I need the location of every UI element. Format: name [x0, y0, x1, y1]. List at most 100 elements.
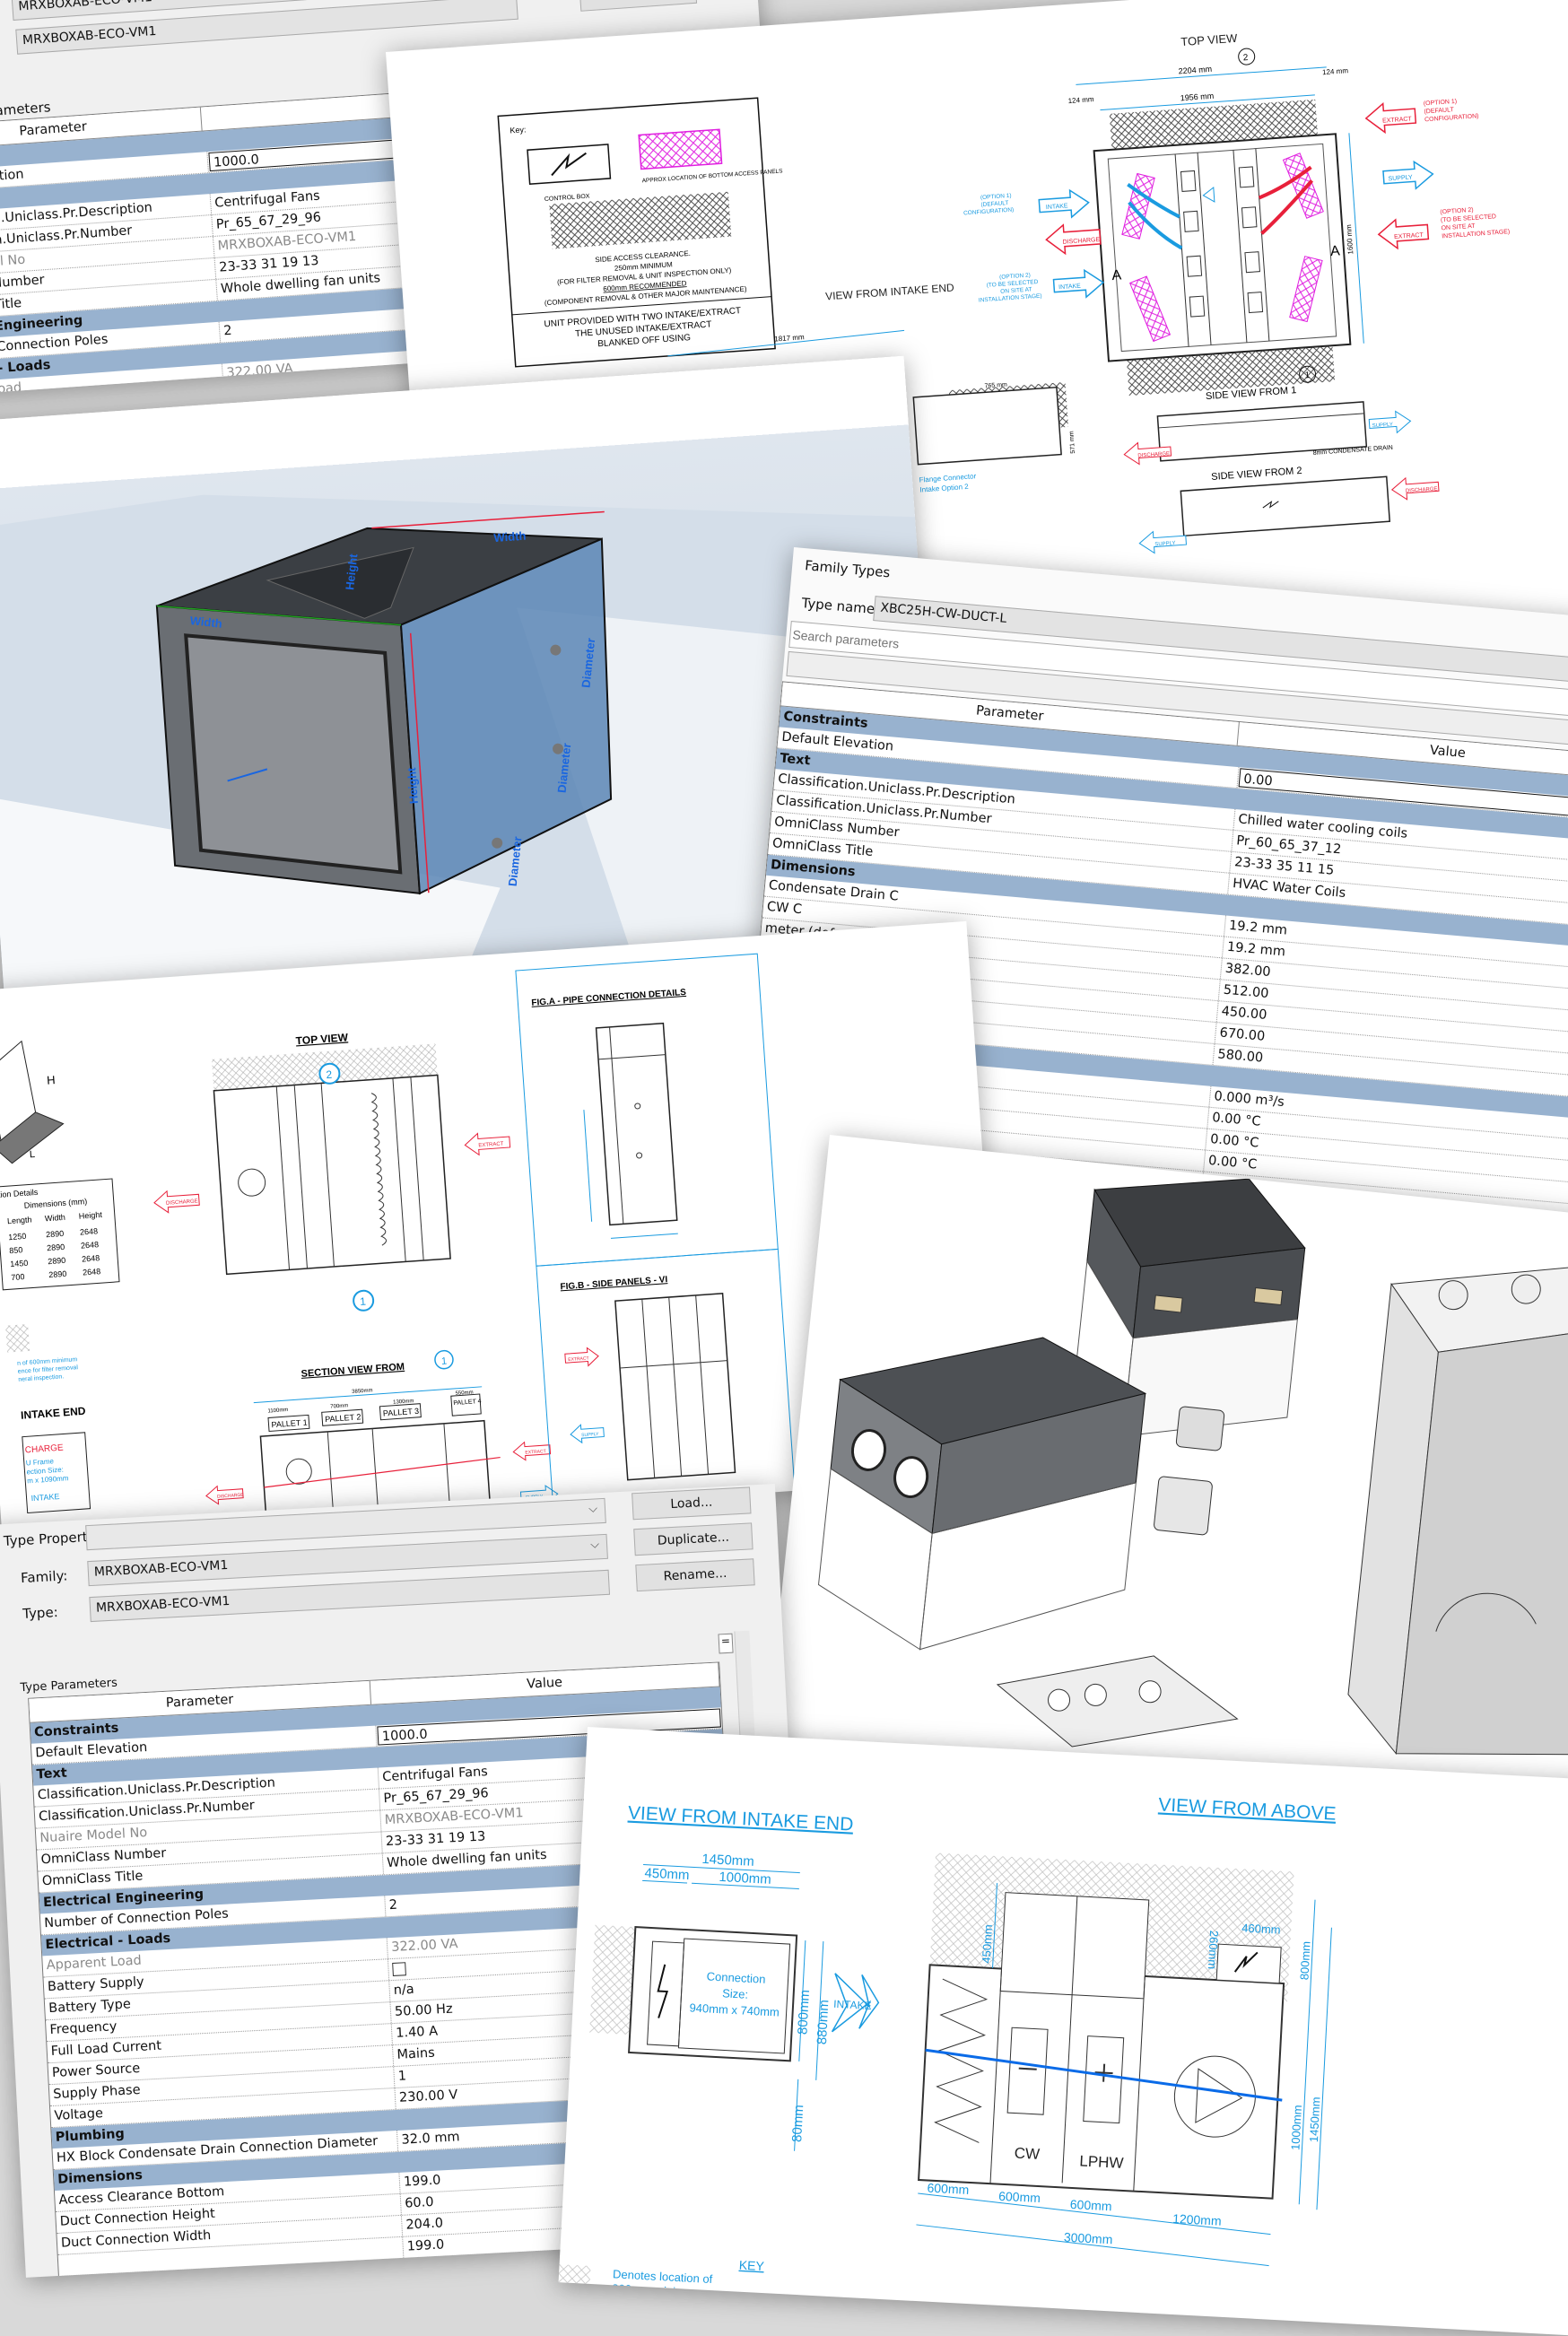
svg-text:Key:: Key:: [510, 125, 527, 135]
svg-text:TOP VIEW: TOP VIEW: [1180, 31, 1239, 48]
svg-text:(OPTION 1): (OPTION 1): [1424, 99, 1458, 108]
type-label: Type:: [22, 1603, 59, 1623]
svg-text:SUPPLY: SUPPLY: [1154, 541, 1176, 548]
svg-text:SUPPLY: SUPPLY: [1372, 423, 1394, 430]
drawing-sheet-intake-above: VIEW FROM INTAKE END VIEW FROM ABOVE 145…: [558, 1727, 1568, 2336]
svg-text:VIEW FROM ABOVE: VIEW FROM ABOVE: [1158, 1794, 1337, 1824]
chevron-down-icon[interactable]: ⌵: [589, 1538, 600, 1552]
rename-button[interactable]: Rename...: [579, 0, 698, 12]
svg-text:Height: Height: [78, 1210, 102, 1221]
svg-text:1200mm: 1200mm: [1172, 2211, 1222, 2228]
svg-text:ON SITE AT: ON SITE AT: [1000, 286, 1032, 294]
svg-text:INTAKE: INTAKE: [1046, 203, 1069, 211]
svg-text:DISCHARGE: DISCHARGE: [166, 1199, 198, 1206]
svg-text:(TO BE SELECTED: (TO BE SELECTED: [1441, 214, 1496, 223]
svg-text:3000mm: 3000mm: [1064, 2230, 1113, 2247]
intake-arrow: INTAKE: [831, 1973, 880, 2033]
svg-text:CHARGE: CHARGE: [24, 1443, 64, 1456]
chevron-down-icon[interactable]: ⌵: [588, 1502, 598, 1516]
checkbox[interactable]: [227, 387, 242, 394]
width-dimension-label: Width: [189, 614, 222, 631]
svg-text:EXTRACT: EXTRACT: [1394, 232, 1424, 240]
svg-text:EXTRACT: EXTRACT: [478, 1141, 504, 1148]
svg-text:PALLET 2: PALLET 2: [325, 1412, 362, 1424]
extract-arrow-figb: EXTRACT: [564, 1347, 599, 1367]
drawing-key: Key: CONTROL BOX APPROX LOCATION OF BOTT…: [497, 97, 783, 368]
dialog-title: Family Types: [804, 557, 892, 581]
svg-text:2890: 2890: [47, 1242, 65, 1252]
svg-text:EXTRACT: EXTRACT: [525, 1449, 546, 1456]
svg-text:TOP VIEW: TOP VIEW: [295, 1031, 349, 1047]
svg-text:Width: Width: [45, 1213, 66, 1224]
extract-arrow-option2: EXTRACT: [1377, 218, 1430, 250]
svg-text:600mm: 600mm: [998, 2189, 1041, 2205]
svg-text:PALLET 3: PALLET 3: [383, 1407, 420, 1418]
height-dimension-label: Height: [343, 553, 360, 590]
svg-text:1250: 1250: [8, 1232, 27, 1242]
svg-text:Dimensions (mm): Dimensions (mm): [23, 1197, 87, 1210]
svg-text:2890: 2890: [46, 1229, 65, 1239]
svg-text:VIEW FROM INTAKE END: VIEW FROM INTAKE END: [627, 1803, 853, 1835]
load-button[interactable]: Load...: [632, 1486, 752, 1521]
svg-text:SUPPLY: SUPPLY: [1388, 174, 1413, 182]
diameter-dimension-label: Diameter: [555, 743, 574, 794]
svg-text:600mm: 600mm: [1069, 2197, 1111, 2213]
svg-text:1450mm: 1450mm: [701, 1852, 754, 1870]
type-value: MRXBOXAB-ECO-VM1: [22, 23, 157, 48]
svg-text:124 mm: 124 mm: [1322, 66, 1349, 76]
discharge-arrow: DISCHARGE: [153, 1190, 200, 1214]
svg-text:ence for filter removal: ence for filter removal: [18, 1364, 79, 1375]
family-value: MRXBOXAB-ECO-VM1: [93, 1557, 229, 1580]
svg-text:CONTROL BOX: CONTROL BOX: [544, 194, 590, 204]
svg-text:571 mm: 571 mm: [1068, 431, 1076, 454]
svg-text:550mm: 550mm: [455, 1390, 473, 1397]
svg-text:PALLET 4: PALLET 4: [453, 1399, 482, 1407]
drawing-sheet-top-view: Key: CONTROL BOX APPROX LOCATION OF BOTT…: [386, 0, 1568, 697]
svg-text:2: 2: [1242, 53, 1249, 63]
svg-text:2648: 2648: [82, 1253, 100, 1263]
column-toggle-button[interactable]: =: [718, 1633, 734, 1654]
svg-text:PALLET 1: PALLET 1: [271, 1417, 308, 1429]
svg-text:SIDE VIEW FROM 2: SIDE VIEW FROM 2: [1211, 466, 1302, 483]
type-value: MRXBOXAB-ECO-VM1: [95, 1593, 231, 1616]
discharge-arrow: DISCHARGE: [1045, 223, 1102, 256]
svg-text:INTAKE: INTAKE: [833, 1998, 872, 2012]
intake-arrow-option1: INTAKE: [1038, 188, 1090, 219]
pallet-labels: PALLET 1 PALLET 2 PALLET 3 PALLET 4: [267, 1393, 482, 1433]
type-name-value: XBC25H-CW-DUCT-L: [879, 600, 1007, 626]
supply-arrow-side: SUPPLY: [1368, 410, 1412, 434]
svg-text:(OPTION 1): (OPTION 1): [980, 193, 1012, 201]
svg-text:KEY: KEY: [738, 2258, 764, 2273]
type-name-label: Type name:: [800, 595, 880, 618]
diameter-dimension-label: Diameter: [506, 836, 525, 887]
svg-text:3850mm: 3850mm: [352, 1388, 373, 1395]
family-label: Family:: [20, 1567, 68, 1587]
svg-text:(OPTION 2): (OPTION 2): [1440, 207, 1474, 216]
svg-text:1300mm: 1300mm: [393, 1399, 414, 1406]
svg-text:SECTION VIEW FROM: SECTION VIEW FROM: [301, 1362, 405, 1380]
supply-arrow-side2: SUPPLY: [1138, 530, 1188, 554]
svg-text:VIEW FROM INTAKE END: VIEW FROM INTAKE END: [825, 281, 955, 302]
checkbox[interactable]: [392, 1961, 406, 1976]
svg-text:CW: CW: [1014, 2145, 1040, 2163]
svg-text:1600 mm: 1600 mm: [1345, 224, 1355, 255]
svg-text:2890: 2890: [48, 1256, 66, 1266]
svg-text:1: 1: [1304, 370, 1311, 380]
rename-button[interactable]: Rename...: [635, 1558, 755, 1592]
discharge-arrow-side2: DISCHARGE: [1390, 476, 1440, 501]
svg-text:880mm: 880mm: [814, 2000, 832, 2045]
svg-text:FIG.A - PIPE CONNECTION DETAIL: FIG.A - PIPE CONNECTION DETAILS: [531, 988, 686, 1008]
svg-text:700: 700: [11, 1272, 25, 1282]
svg-text:124 mm: 124 mm: [1067, 95, 1094, 105]
svg-text:1: 1: [360, 1295, 367, 1308]
diameter-dimension-label: Diameter: [579, 637, 597, 688]
svg-text:INTAKE: INTAKE: [1058, 283, 1082, 292]
discharge-arrow-side: DISCHARGE: [1123, 441, 1172, 466]
top-view-drawing: Key: CONTROL BOX APPROX LOCATION OF BOTT…: [497, 31, 1511, 554]
duplicate-button[interactable]: Duplicate...: [633, 1522, 754, 1556]
svg-text:Intake Option 2: Intake Option 2: [919, 483, 969, 494]
svg-text:700mm: 700mm: [330, 1403, 348, 1409]
svg-text:SUPPLY: SUPPLY: [581, 1432, 599, 1438]
